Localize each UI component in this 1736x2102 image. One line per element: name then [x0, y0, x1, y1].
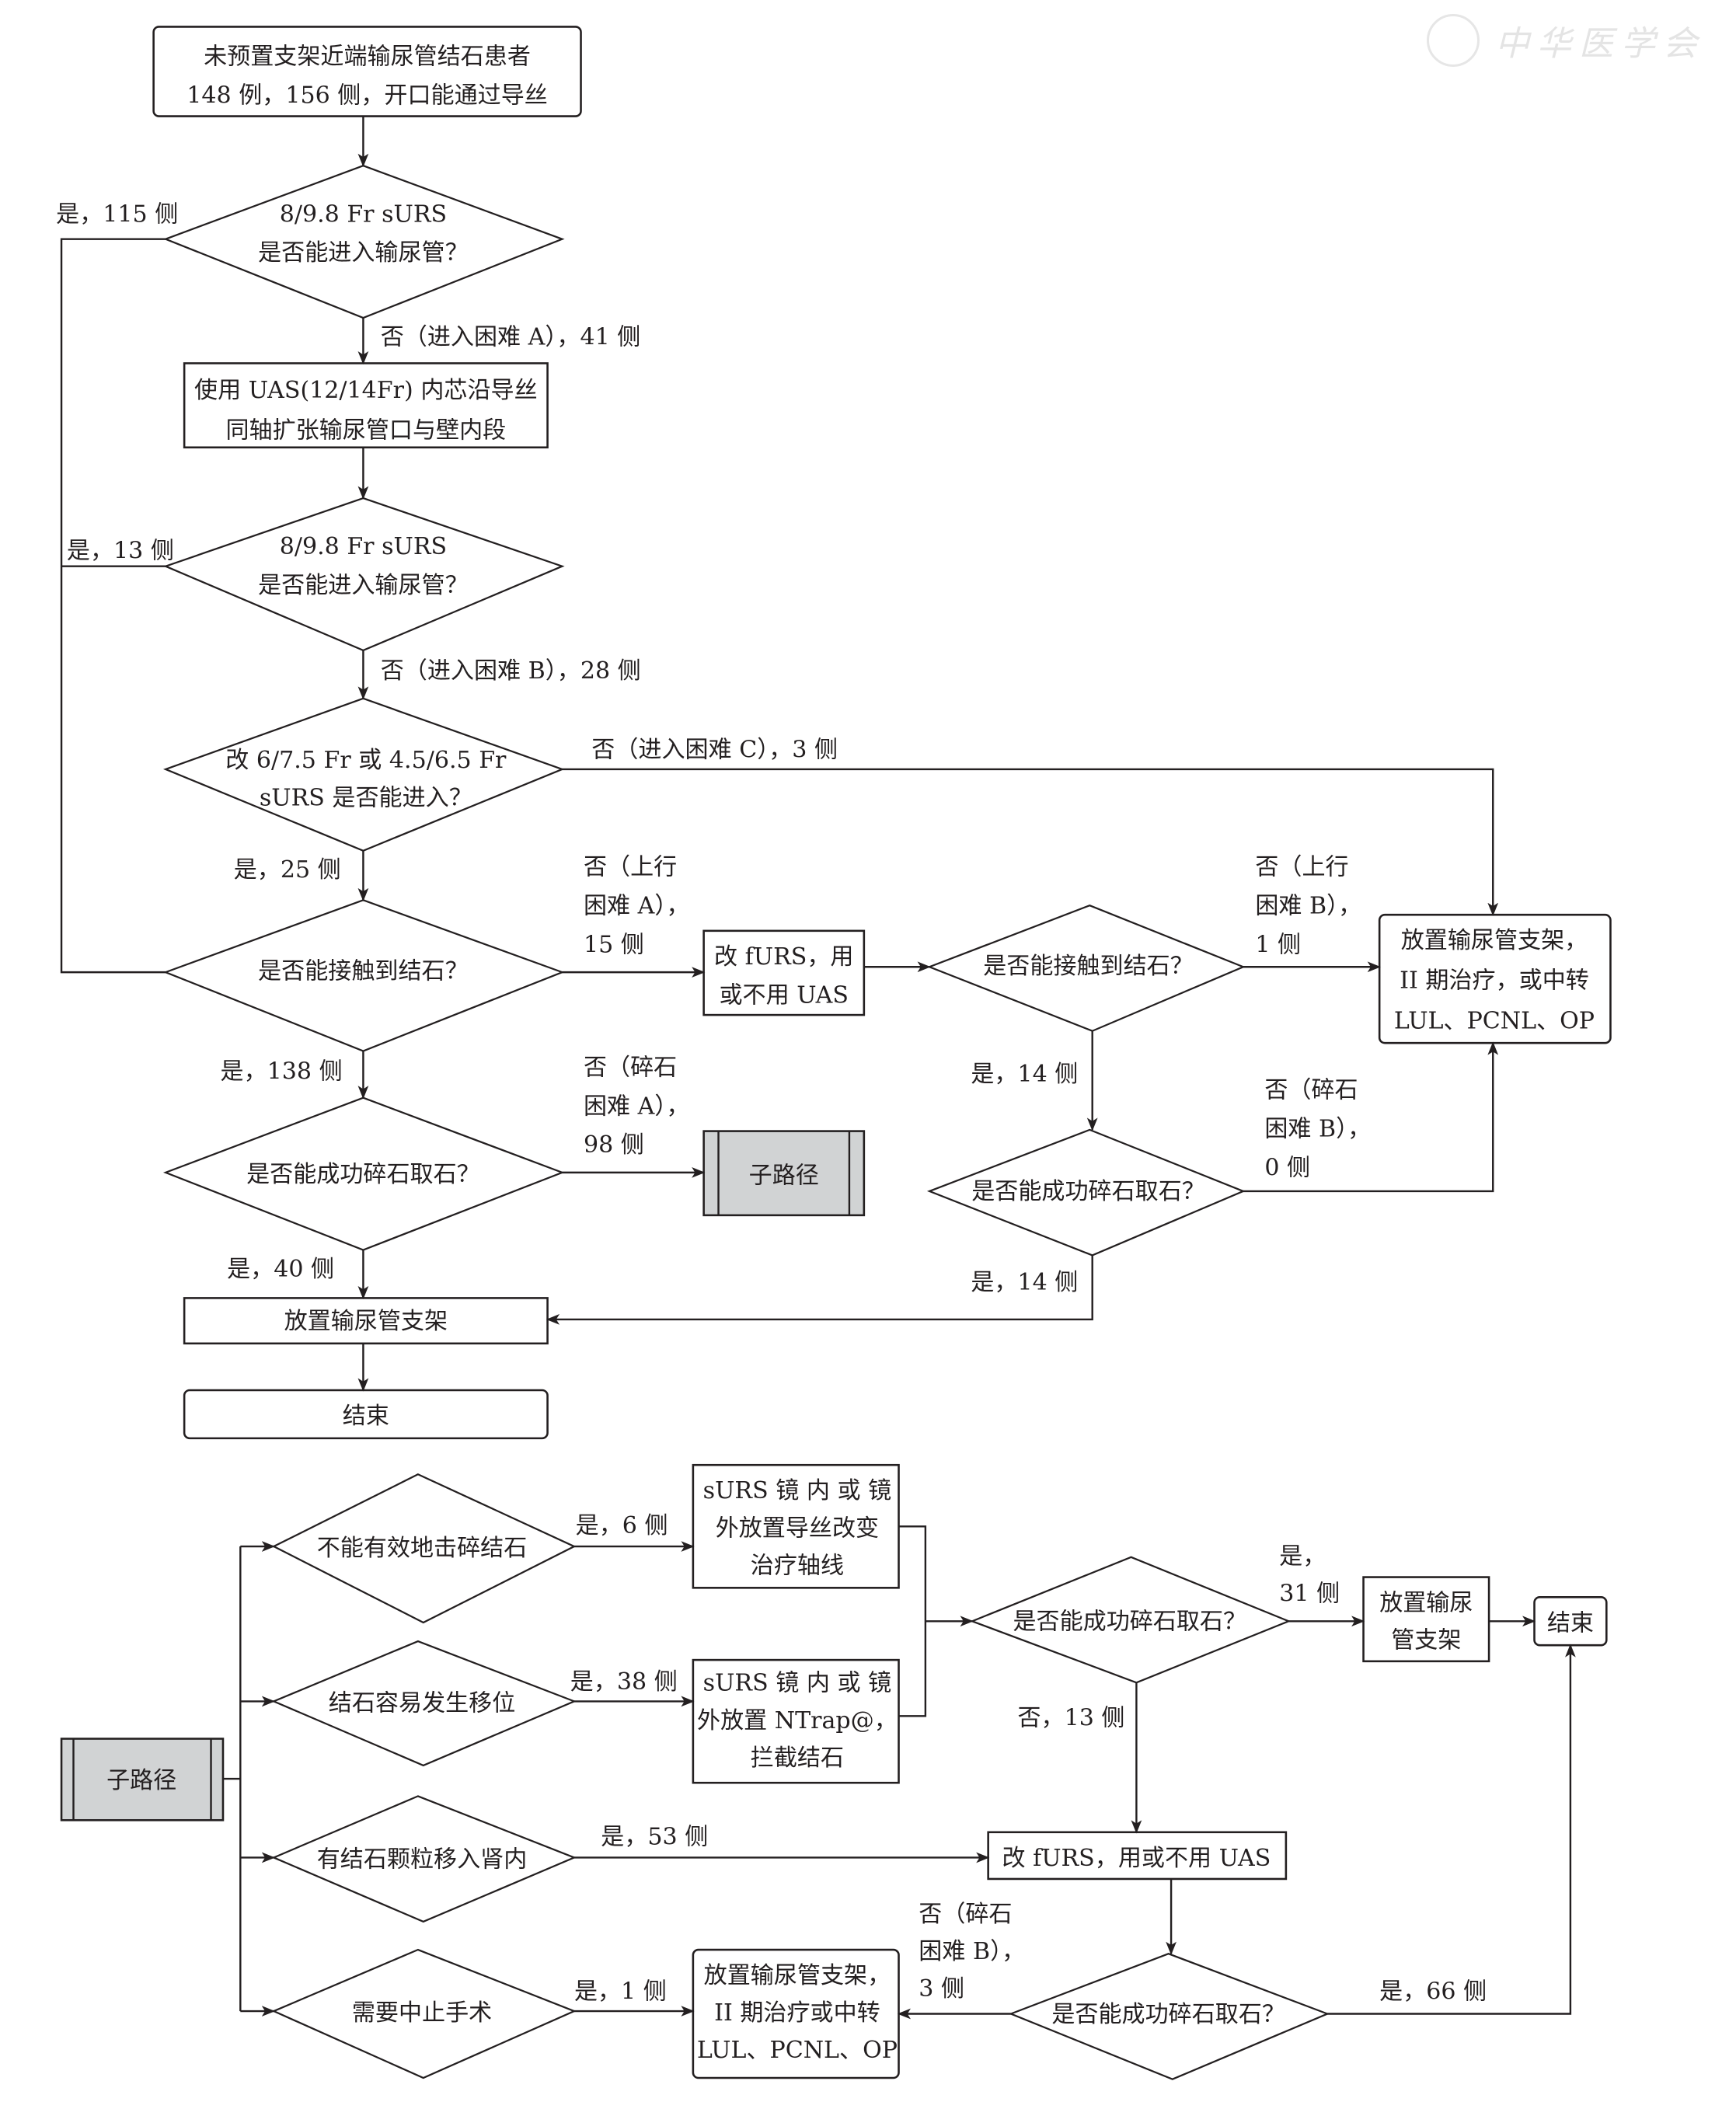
- d2-yes-label: 是，13 侧: [67, 537, 174, 564]
- s2-text: 结石容易发生移位: [329, 1689, 515, 1717]
- d5-no-label-line-3: 1 侧: [1255, 931, 1301, 958]
- s4-yes-label: 是，1 侧: [574, 1978, 667, 2006]
- s1-box-text-line-2: 外放置导丝改变: [716, 1515, 879, 1542]
- decision-3-text-line-1: 改 6/7.5 Fr 或 4.5/6.5 Fr: [225, 747, 507, 774]
- decision-2-text-line-2: 是否能进入输尿管？: [258, 572, 469, 599]
- d6-no-label-line-3: 98 侧: [584, 1131, 644, 1159]
- s1-yes-label: 是，6 侧: [576, 1512, 668, 1539]
- d9-text: 是否能成功碎石取石？: [1051, 2001, 1285, 2028]
- outcome-box-text-line-2: II 期治疗，或中转: [1400, 967, 1589, 995]
- d5-no-label-line-2: 困难 B），: [1255, 892, 1361, 919]
- d3-no-label: 否（进入困难 C），3 侧: [591, 736, 838, 763]
- subpath-start-box: [60, 1738, 225, 1821]
- s4-text: 需要中止手术: [352, 1999, 492, 2027]
- watermark: 中华医学会: [1427, 14, 1705, 67]
- d1-yes-label: 是，115 侧: [56, 200, 178, 228]
- decision-4-text: 是否能接触到结石？: [258, 958, 469, 985]
- subpath-furs-box: [987, 1831, 1288, 1881]
- s2-box-text-line-3: 拦截结石: [751, 1745, 844, 1772]
- d4-no-label-line-2: 困难 A），: [584, 892, 689, 919]
- d8-yes-label-line-1: 是，: [1279, 1543, 1326, 1570]
- s1-box-text-line-3: 治疗轴线: [751, 1552, 844, 1579]
- d6-no-label-line-1: 否（碎石: [584, 1054, 677, 1081]
- d2-no-label: 否（进入困难 B），28 侧: [381, 657, 641, 685]
- stent-box: [183, 1297, 549, 1345]
- d5-no-label-line-1: 否（上行: [1255, 854, 1348, 881]
- uas-box-text-line-1: 使用 UAS(12/14Fr) 内芯沿导丝: [194, 377, 538, 404]
- decision-3-text-line-2: sURS 是否能进入？: [260, 784, 472, 811]
- d9-yes-label: 是，66 侧: [1379, 1978, 1487, 2006]
- uas-box-text-line-2: 同轴扩张输尿管口与壁内段: [225, 417, 506, 444]
- subpath-stone-migration: [271, 1640, 577, 1767]
- s2-box-text-line-2: 外放置 NTrap@，: [697, 1707, 898, 1734]
- s3-text: 有结石颗粒移入肾内: [317, 1846, 528, 1873]
- decision-1-text-line-2: 是否能进入输尿管？: [258, 239, 469, 267]
- start-box: [152, 26, 582, 117]
- d9-no-label-line-3: 3 侧: [919, 1975, 964, 2003]
- watermark-text: 中华医学会: [1495, 24, 1705, 64]
- decision-1-text-line-1: 8/9.8 Fr sURS: [280, 200, 447, 228]
- start-box-text-line-2: 148 例，156 侧，开口能通过导丝: [186, 82, 548, 109]
- stent-box-text: 放置输尿管支架: [284, 1308, 448, 1335]
- d6-no-label-line-2: 困难 A），: [584, 1093, 689, 1120]
- d3-yes-label: 是，25 侧: [234, 856, 341, 884]
- d9-no-label-line-1: 否（碎石: [919, 1901, 1012, 1928]
- d1-no-label: 否（进入困难 A），41 侧: [381, 323, 641, 350]
- d4-yes-label: 是，138 侧: [221, 1058, 343, 1086]
- d4-no-label-line-1: 否（上行: [584, 854, 677, 881]
- decision-5-text: 是否能接触到结石？: [983, 953, 1194, 980]
- decision-smaller-scope: [162, 697, 565, 852]
- d5-yes-label: 是，14 侧: [971, 1061, 1078, 1088]
- subpath-guidewire-box: [692, 1463, 900, 1589]
- subpath-stent-text-line-1: 放置输尿: [1379, 1590, 1473, 1617]
- subpath-box-text: 子路径: [749, 1163, 819, 1190]
- s2-yes-label: 是，38 侧: [570, 1668, 678, 1696]
- s1-text: 不能有效地击碎结石: [317, 1535, 528, 1562]
- decision-6-text: 是否能成功碎石取石？: [246, 1161, 480, 1188]
- d8-text: 是否能成功碎石取石？: [1013, 1609, 1247, 1636]
- d7-no-label-line-3: 0 侧: [1264, 1154, 1310, 1181]
- subpath-cannot-break: [271, 1473, 577, 1624]
- furs-box-text-line-2: 或不用 UAS: [720, 982, 849, 1009]
- d7-yes-label: 是，14 侧: [971, 1269, 1078, 1296]
- end-box-text: 结束: [343, 1403, 389, 1430]
- subpath-end-text: 结束: [1547, 1609, 1594, 1637]
- d8-no-label: 否，13 侧: [1017, 1704, 1124, 1731]
- d6-yes-label: 是，40 侧: [227, 1256, 334, 1283]
- d9-no-label-line-2: 困难 B），: [919, 1938, 1025, 1965]
- d4-no-label-line-3: 15 侧: [584, 931, 644, 958]
- decision-2-text-line-1: 8/9.8 Fr sURS: [280, 533, 447, 560]
- s4-box-text-line-3: LUL、PCNL、OP: [697, 2037, 898, 2064]
- subpath-stent-box: [1362, 1576, 1490, 1663]
- decision-7-text: 是否能成功碎石取石？: [971, 1178, 1205, 1205]
- subpath-ntrap-box: [692, 1658, 900, 1784]
- subpath-box: [702, 1130, 866, 1217]
- s2-box-text-line-1: sURS 镜 内 或 镜: [703, 1670, 891, 1697]
- society-seal-icon: [1427, 14, 1480, 67]
- uas-dilation-box: [183, 362, 549, 449]
- outcome-box-text-line-1: 放置输尿管支架，: [1401, 927, 1588, 954]
- furs-box: [702, 929, 866, 1016]
- subpath-start-text: 子路径: [106, 1767, 176, 1794]
- outcome-box-text-line-3: LUL、PCNL、OP: [1394, 1007, 1595, 1034]
- subpath-lithotripsy-2: [1008, 1952, 1330, 2080]
- s4-box-text-line-1: 放置输尿管支架，: [704, 1962, 891, 1989]
- d7-no-label-line-2: 困难 B），: [1264, 1115, 1371, 1142]
- subpath-fragments-kidney: [271, 1795, 577, 1923]
- d8-yes-label-line-2: 31 侧: [1279, 1581, 1340, 1608]
- s4-box-text-line-2: II 期治疗或中转: [714, 1999, 880, 2027]
- decision-reach-stone-2: [926, 904, 1246, 1032]
- subpath-furs-text: 改 fURS，用或不用 UAS: [1002, 1845, 1271, 1872]
- decision-lithotripsy-2: [926, 1128, 1246, 1257]
- start-box-text-line-1: 未预置支架近端输尿管结石患者: [204, 44, 531, 71]
- subpath-abort-surgery: [271, 1948, 577, 2079]
- s1-box-text-line-1: sURS 镜 内 或 镜: [703, 1477, 891, 1504]
- furs-box-text-line-1: 改 fURS，用: [714, 943, 853, 971]
- subpath-stent-text-line-2: 管支架: [1391, 1627, 1461, 1654]
- s3-yes-label: 是，53 侧: [601, 1823, 708, 1850]
- d7-no-label-line-1: 否（碎石: [1264, 1077, 1358, 1104]
